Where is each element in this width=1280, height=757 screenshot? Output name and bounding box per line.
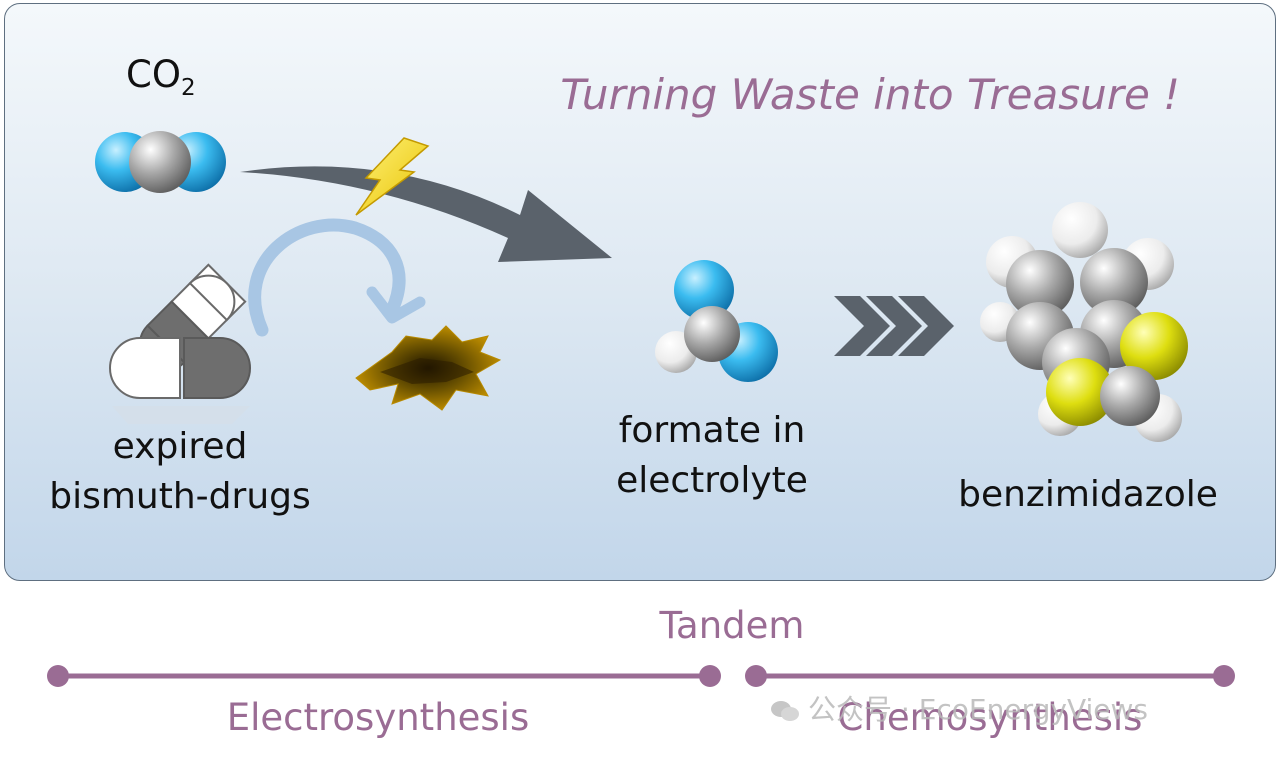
wechat-icon (771, 701, 799, 721)
co2-molecule (95, 131, 226, 193)
formate-molecule (655, 260, 778, 382)
formate-label-line1: formate in (618, 410, 806, 451)
formate-label: formate in electrolyte (592, 406, 832, 506)
timeline-chemosynthesis-label: Chemosynthesis (837, 696, 1143, 739)
benzimidazole-molecule (980, 202, 1188, 442)
watermark: 公众号 · EcoEnergyViews (770, 688, 1148, 728)
lightning-bolt-icon (355, 137, 430, 216)
drug-label: expired bismuth-drugs (30, 422, 330, 522)
product-label: benzimidazole (958, 474, 1218, 515)
bismuth-nanoflakes (355, 325, 502, 411)
timeline-tandem-label: Tandem (659, 604, 805, 647)
drug-label-line1: expired (112, 426, 248, 467)
timeline-electrosynthesis-label: Electrosynthesis (226, 696, 530, 739)
reaction-arrow (240, 166, 612, 262)
co2-subscript: 2 (180, 75, 196, 101)
recycle-arrow-icon (248, 218, 426, 337)
watermark-text: 公众号 · EcoEnergyViews (808, 693, 1148, 726)
formate-label-line2: electrolyte (616, 460, 808, 501)
co2-main: CO (126, 53, 181, 96)
chevron-arrows-icon (834, 296, 954, 356)
capsule-icon (109, 263, 251, 424)
timeline (47, 665, 1235, 687)
co2-label: CO2 (126, 50, 196, 113)
slogan-title: Turning Waste into Treasure ! (560, 70, 1180, 119)
drug-label-line2: bismuth-drugs (49, 476, 311, 517)
